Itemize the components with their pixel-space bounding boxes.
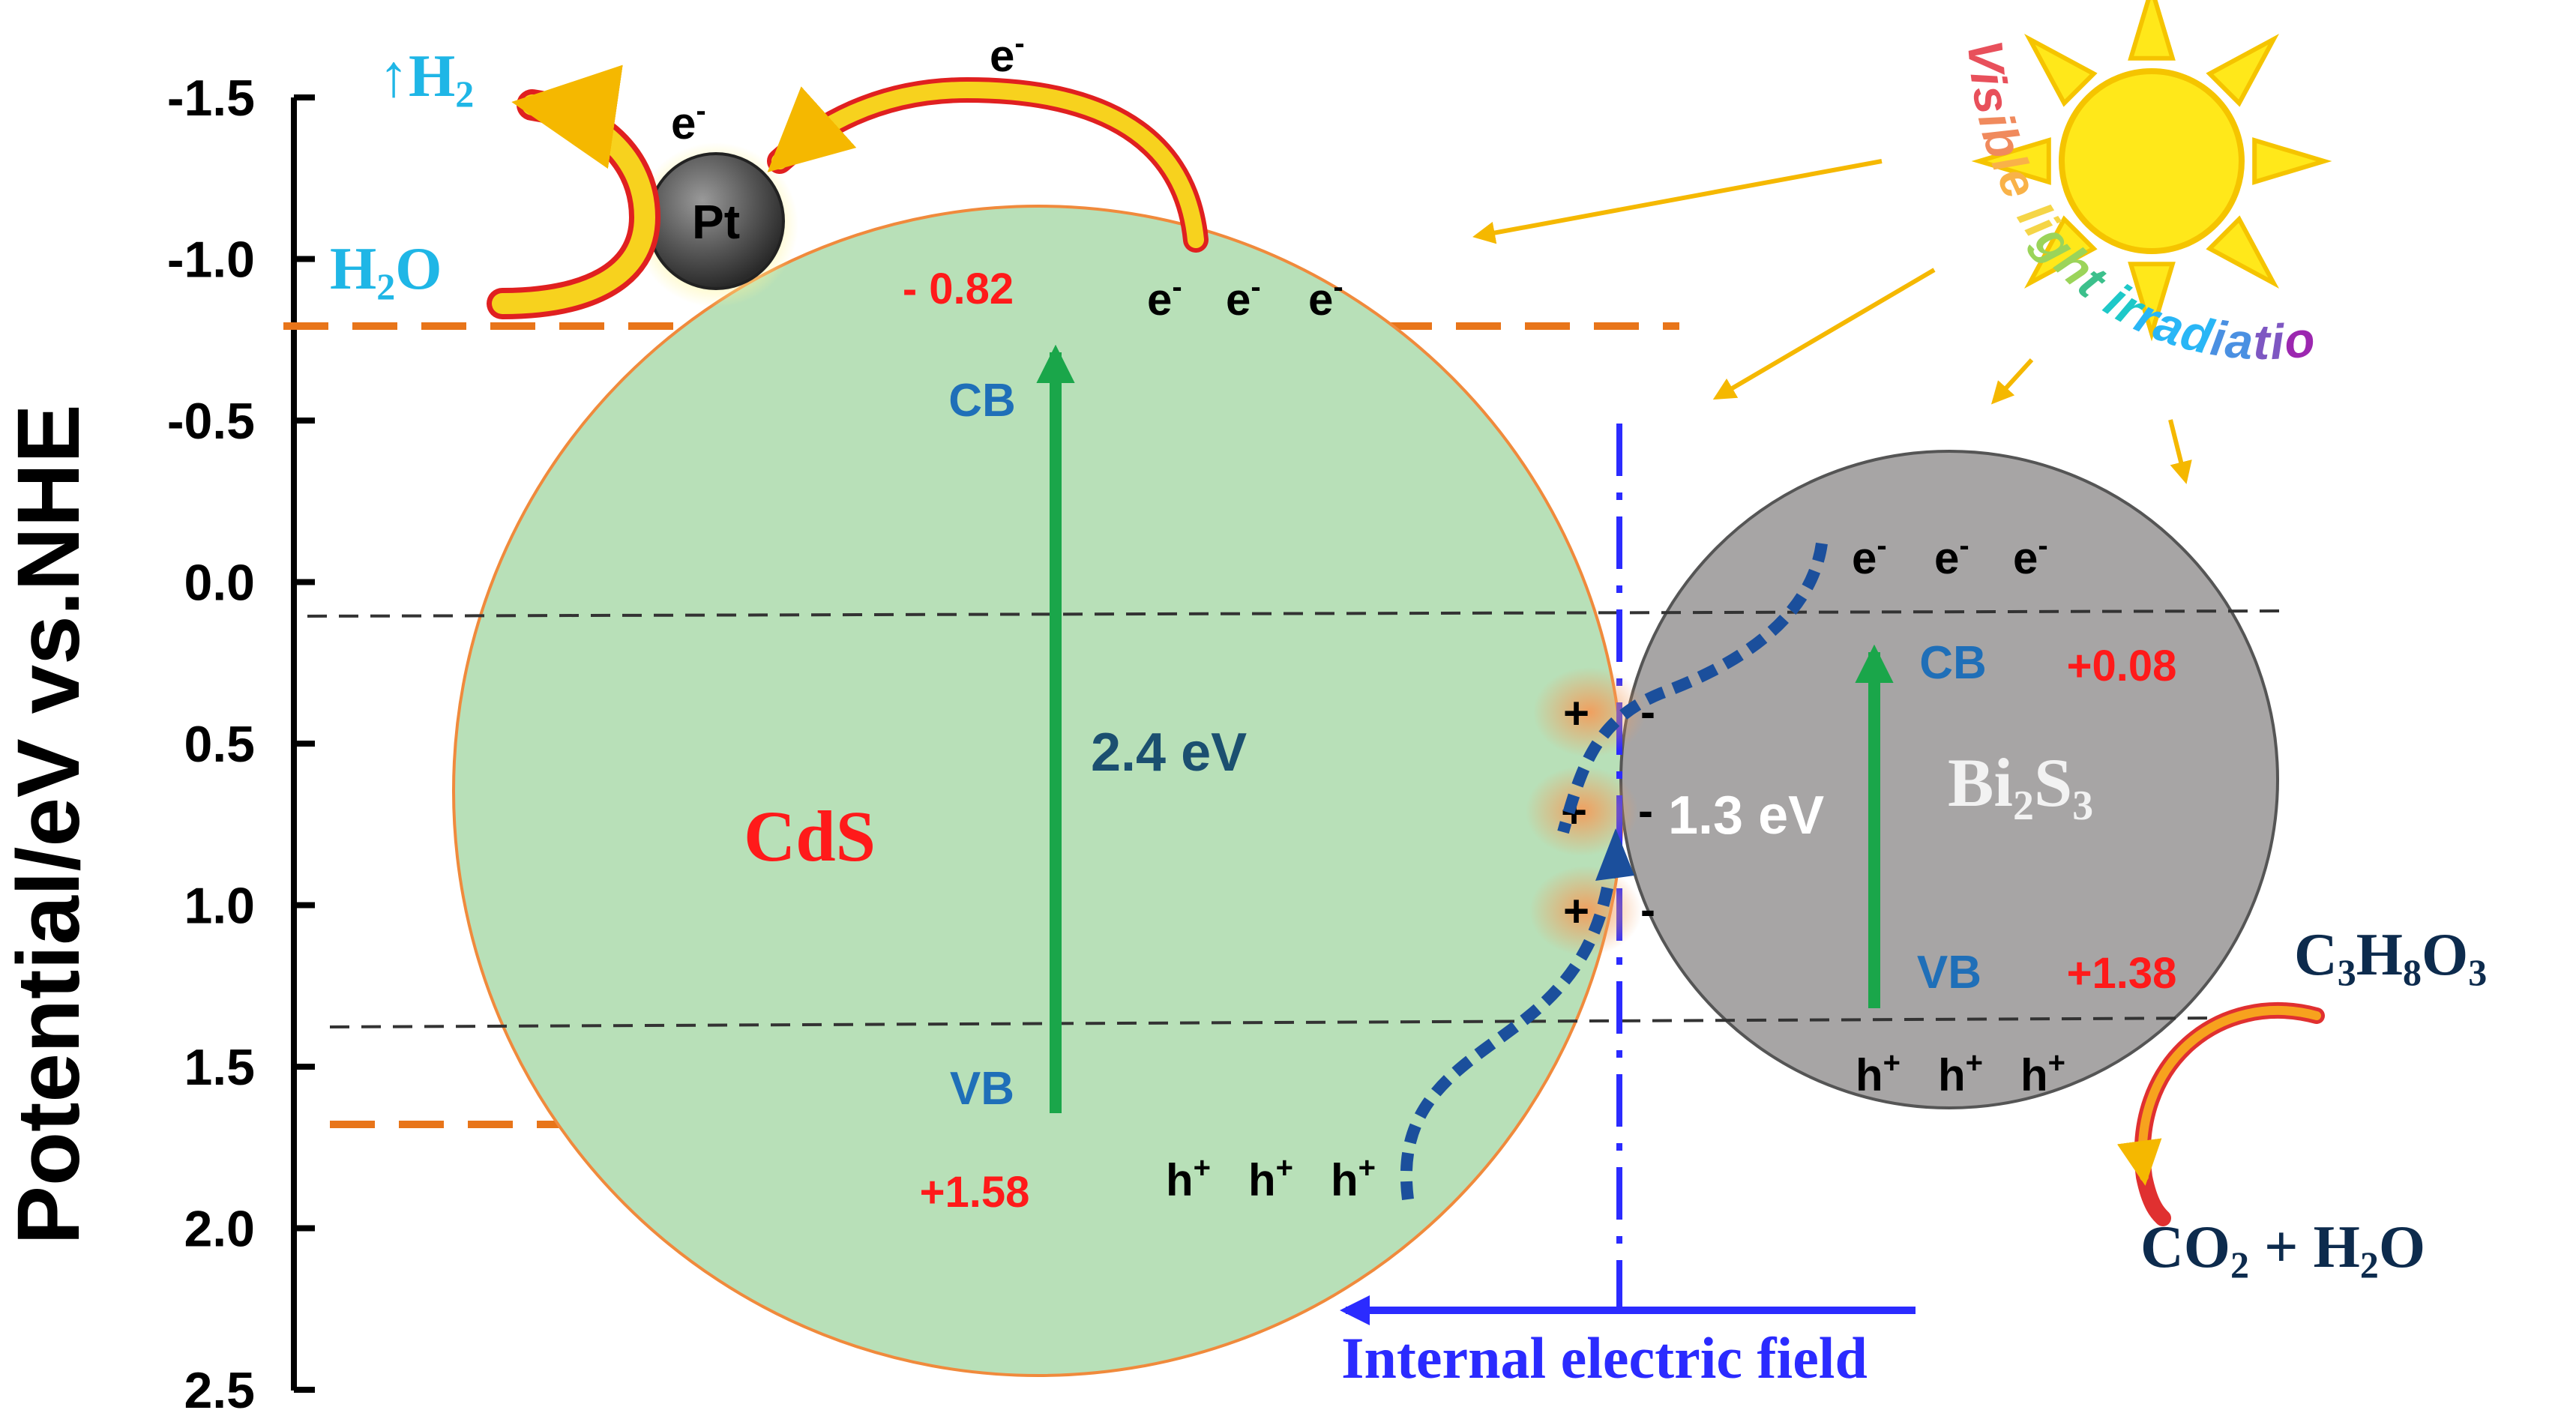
bi2s3-hole: h+ [2020,1046,2065,1100]
bi2s3-hole: h+ [1856,1046,1901,1100]
cds-name: CdS [744,796,876,876]
bi2s3-cb-value: +0.08 [2067,642,2177,690]
y-tick-label-7: 2.0 [184,1201,255,1258]
bi2s3-hole: h+ [1938,1046,1983,1100]
bi2s3-name: Bi2S3 [1948,744,2093,829]
sun-icon [1971,0,2332,342]
bi2s3-band-gap: 1.3 eV [1668,786,1824,846]
bi2s3-electron: e- [1934,529,1969,583]
cds-electron: e- [1308,271,1343,325]
bi2s3-cb-edge-line [307,609,2284,618]
minus-charge-2: - [1638,786,1653,836]
cds-hole: h+ [1248,1151,1293,1205]
sun-disc [2059,68,2245,254]
h2o-reactant: H2O [330,236,442,307]
carrier-symbols: e-e-e-e-e-e-e-e-h+ h+ h+ h+ h+ h+ [671,27,2065,1205]
y-tick-label-8: 2.5 [184,1362,255,1419]
sun-ray [2023,33,2098,107]
glycerol-reactant: C3H8O3 [2294,922,2487,993]
sun-ray [2023,215,2098,289]
bi2s3-vb-label: VB [1917,947,1981,998]
y-tick-label-2: -0.5 [167,393,255,450]
sun-ray [2252,137,2332,185]
y-tick-label-1: -1.0 [167,232,255,289]
h2-product: ↑H2 [379,43,474,115]
glycerol-oxidation-arrow [2134,1002,2325,1226]
y-tick-label-0: -1.5 [167,70,255,127]
plus-charge-3: + [1563,886,1589,936]
y-tick-label-6: 1.5 [184,1039,255,1096]
cds-cb-value: - 0.82 [903,265,1014,313]
bi2s3-cb-label: CB [1919,637,1987,689]
pt-electron: e- [671,94,706,148]
transfer-electron: e- [990,27,1025,81]
cds-electron: e- [1147,271,1182,325]
electric-field-label: Internal electric field [1341,1325,1868,1391]
y-axis-label: Potential/eV vs.NHE [0,404,98,1244]
pt-label: Pt [692,195,740,249]
sun-ray [2128,0,2176,61]
interface-charges: + + + - - - [1526,667,1655,956]
sun-ray [2206,33,2280,107]
y-tick-label-4: 0.5 [184,716,255,773]
cds-particle [452,205,1625,1377]
minus-charge-3: - [1640,885,1655,935]
sun-ray [1971,137,2051,185]
electron-transfer-path [1557,542,1828,834]
bi2s3-electron: e- [1852,529,1887,583]
cds-hole: h+ [1166,1151,1211,1205]
hole-transfer-path [1400,861,1618,1201]
co2-h2o-products: CO2 + H2O [2140,1214,2425,1286]
sun-ray [2128,262,2176,342]
bi2s3-vb-edge-line [329,1016,2231,1028]
y-axis: -1.5 -1.0 -0.5 0.0 0.5 1.0 1.5 2.0 2.5 Potential… [0,70,315,1419]
sun-ray [2206,215,2280,289]
hole-path-arrowhead [1595,828,1634,881]
cds-cb-label: CB [948,375,1016,427]
plus-charge-1: + [1563,688,1589,738]
bi2s3-electron: e- [2013,529,2048,583]
cds-electron: e- [1226,271,1261,325]
cds-vb-label: VB [950,1063,1014,1115]
light-rays [1472,159,2192,484]
bi2s3-vb-value: +1.38 [2067,949,2177,998]
cds-vb-value: +1.58 [920,1168,1030,1217]
y-tick-label-5: 1.0 [184,878,255,935]
y-tick-label-3: 0.0 [184,555,255,612]
cds-band-gap: 2.4 eV [1091,723,1247,783]
cds-hole: h+ [1331,1151,1376,1205]
